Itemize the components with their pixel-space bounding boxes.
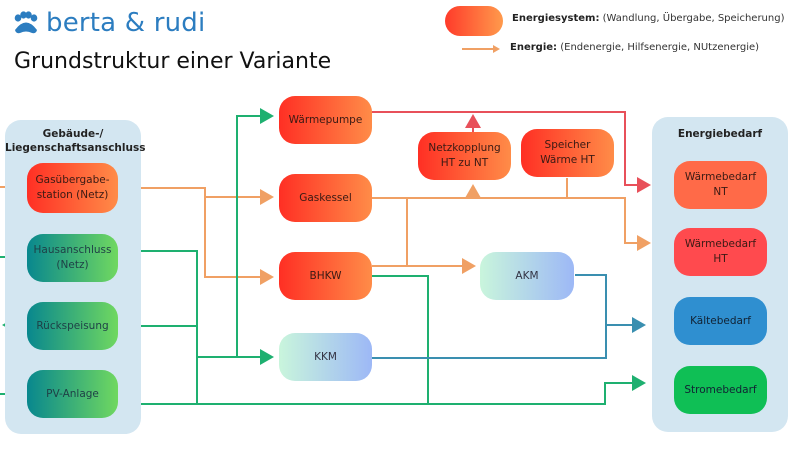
group-building-connection-title: Gebäude-/ Liegenschaftsanschluss <box>5 128 146 154</box>
group-energy-demand-title: Energiebedarf <box>677 128 763 140</box>
akm-to-cold-line <box>575 274 646 333</box>
node-house-connection[interactable]: Hausanschluss(Netz) <box>27 234 118 282</box>
node-pv-system[interactable]: PV-Anlage <box>27 370 118 418</box>
node-compression-chiller[interactable]: KKM <box>279 333 372 381</box>
gaskessel-to-ht-line <box>372 197 651 251</box>
legend-system-desc: (Wandlung, Übergabe, Speicherung) <box>602 13 785 24</box>
node-heat-pump[interactable]: Wärmepumpe <box>279 96 372 144</box>
brand-logo: berta & rudi <box>12 6 205 40</box>
legend-energy-desc: (Endenergie, Hilfsenergie, NUtzenergie) <box>560 42 760 53</box>
node-cold-demand[interactable]: Kältebedarf <box>674 297 767 345</box>
legend-arrow-icon <box>462 45 500 53</box>
grid-bus-line <box>118 250 198 404</box>
legend-system-label: Energiesystem: <box>512 13 600 24</box>
pv-to-bus-line <box>118 375 646 405</box>
page-title: Grundstruktur einer Variante <box>14 49 332 74</box>
gas-to-bhkw-line <box>204 197 274 285</box>
node-absorption-chiller[interactable]: AKM <box>480 252 574 300</box>
waermepumpe-to-nt-line <box>372 111 651 193</box>
kkm-to-cold-line <box>372 325 607 359</box>
bhkw-electric-line <box>372 275 429 404</box>
legend-system-swatch <box>445 6 503 36</box>
legend-energy: Energie: (Endenergie, Hilfsenergie, NUtz… <box>510 42 759 53</box>
node-gas-boiler[interactable]: Gaskessel <box>279 174 372 222</box>
legend-energy-label: Energie: <box>510 42 558 53</box>
bus-to-waermepumpe-line <box>236 108 274 357</box>
paw-icon <box>14 11 38 34</box>
brand-name: berta & rudi <box>46 8 206 38</box>
node-gas-station[interactable]: Gasübergabe-station (Netz) <box>27 163 118 213</box>
gas-to-gaskessel-line <box>118 187 274 205</box>
node-power-demand[interactable]: Stromebedarf <box>674 366 767 414</box>
node-chp[interactable]: BHKW <box>279 252 372 300</box>
legend-system: Energiesystem: (Wandlung, Übergabe, Spei… <box>512 13 785 24</box>
node-feed-in[interactable]: Rückspeisung <box>27 302 118 350</box>
